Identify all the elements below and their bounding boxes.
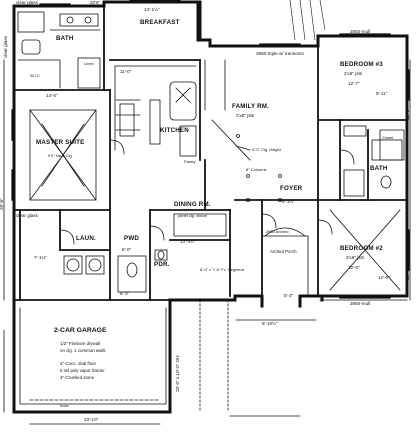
pdr-label: PDR. xyxy=(154,261,170,268)
garage-note-3: 4"-Conc. slab floor xyxy=(60,361,96,366)
bedroom2-width-label: 12'-0" xyxy=(378,275,390,280)
master-suite-label: MASTER SUITE xyxy=(36,139,85,146)
pwd-label: PWD xyxy=(124,235,140,242)
columns-label: 8" Columns xyxy=(246,167,267,172)
porch-label: Arched Porch xyxy=(270,249,297,254)
laundry-label: LAUN. xyxy=(76,235,96,242)
master-bath-label: BATH xyxy=(56,35,74,42)
dining-size-label: 13'-4½" xyxy=(180,239,196,244)
foyer-dim-label: 8'-1½" xyxy=(282,199,295,204)
side-dim-2: 12'-6" xyxy=(405,108,410,120)
garage-note-5: 4"-Crushed stone xyxy=(60,375,95,380)
bedroom2-label: BEDROOM #2 xyxy=(340,245,383,252)
arched-window-label: 2860 Arched xyxy=(266,229,289,234)
bedroom2-mull-label: 2860-mull xyxy=(350,301,371,306)
bottom-dim-2: 8'-10½" xyxy=(262,321,278,326)
triple-window-label: 2860-triple w/ transoms xyxy=(256,51,304,56)
garage-note-2: on clg. 1 common walls xyxy=(60,348,106,353)
bedroom3-size-label: 12'-7" xyxy=(348,81,360,86)
kitchen-label: KITCHEN xyxy=(160,127,189,134)
garage-width-label: 23'-10" xyxy=(84,417,99,422)
hose-label: hose xyxy=(60,403,69,408)
bedroom3-width-label: 9'-11" xyxy=(376,91,388,96)
wic-label: W.I.C. xyxy=(30,73,41,78)
side-dim-3: 10'-7" xyxy=(405,268,410,280)
breakfast-label: BREAKFAST xyxy=(140,19,180,26)
bedroom3-label: BEDROOM #3 xyxy=(340,61,383,68)
foyer-label: FOYER xyxy=(280,185,303,192)
master-vault-label: 9'0" Vault Clg. xyxy=(48,153,73,158)
bedroom3-joist-label: 2'x6" jsts xyxy=(344,71,363,76)
clear-glass-left-label: clear glass xyxy=(3,36,8,58)
garage-note-1: 1/2" Firebore drywall xyxy=(60,341,101,346)
dining-panel-label: panel clg. above xyxy=(178,213,208,218)
breakfast-dim-label: 14'-1½" xyxy=(144,7,160,12)
closet-label: Closet xyxy=(382,135,394,140)
pwd-size-label: 6'-0" xyxy=(122,247,132,252)
porch-segment-label: 8'-0" x 7'-6" Fx. Segment xyxy=(200,267,244,272)
kitchen-dim-label: 11'-0" xyxy=(120,69,132,74)
laundry-size-label: 7'-1¼" xyxy=(34,255,47,260)
garage-door-label: 20'-0" x 10'-0" OH xyxy=(175,355,180,392)
clear-glass-label: clear glass xyxy=(16,0,38,5)
dining-rm-label: DINING RM. xyxy=(174,201,211,208)
bottom-dim-1: 6'-3" xyxy=(120,291,130,296)
bedroom2-size-label: 12'-0" xyxy=(348,265,360,270)
family-clg-label: 9'-0" Clg. Height xyxy=(252,147,281,152)
family-rm-label: FAMILY RM. xyxy=(232,103,270,110)
garage-note-4: 6 mil poly vapor barrier xyxy=(60,368,105,373)
top-right-mull-label: 2860-mull xyxy=(350,29,371,34)
linen-label: Linen xyxy=(84,61,94,66)
family-joist-label: 2'x8" jsts xyxy=(236,113,255,118)
pantry-label: Pantry xyxy=(184,159,196,164)
dim-top-label: 20'6" xyxy=(90,0,101,5)
bottom-dim-3: 5'-3" xyxy=(284,293,294,298)
garage-label: 2-CAR GARAGE xyxy=(54,327,107,334)
clear-glass-bottom-label: clear glass xyxy=(16,213,38,218)
bedroom2-joist-label: 2'x6" jsts xyxy=(346,255,365,260)
bath2-label: BATH xyxy=(370,165,388,172)
side-dim-1: 28'-6" xyxy=(0,198,4,210)
master-width-label: 14'-0" xyxy=(46,93,58,98)
